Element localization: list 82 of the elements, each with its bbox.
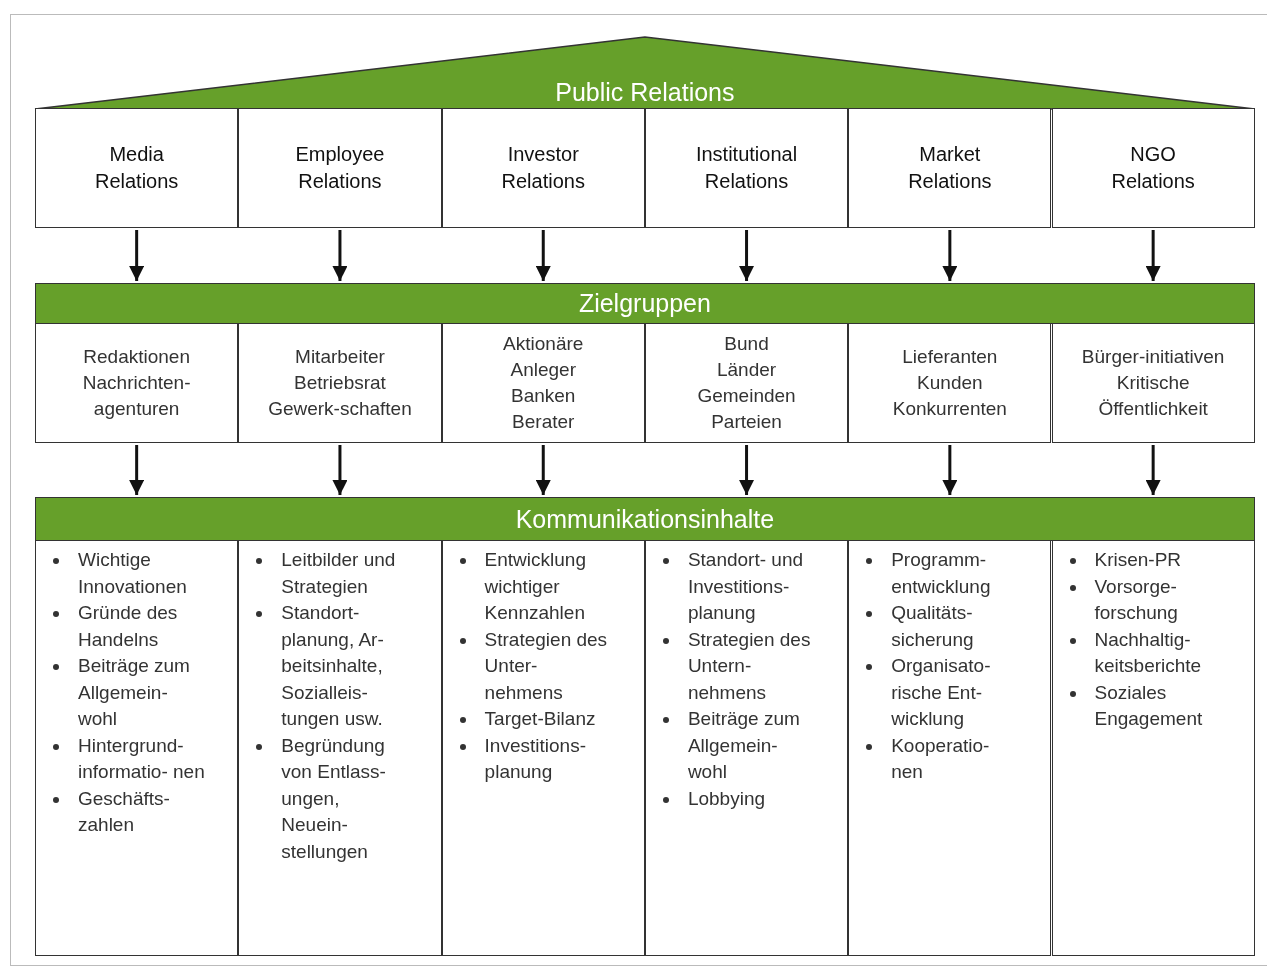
arrow: [535, 445, 551, 495]
bullet-text: Leitbilder und Strategien: [281, 549, 396, 597]
bullet-text: Qualitäts- sicherung: [891, 602, 974, 650]
bullet-text: Hintergrund- informatio- nen: [78, 734, 205, 782]
text-line: Redaktionen: [82, 345, 191, 369]
content-column: [441, 540, 645, 956]
bullet-text: Strategien des Unter- nehmens: [484, 628, 608, 703]
bullet-text: Entwicklung wichtiger Kennzahlen: [484, 549, 586, 623]
text-line: Gemeinden: [697, 384, 796, 408]
box-label: Market Relations: [907, 142, 993, 194]
relation-box: [238, 108, 442, 228]
arrow: [1145, 445, 1161, 495]
relation-box: [1051, 108, 1255, 228]
target-group-box: [35, 323, 239, 443]
target-group-box: [848, 323, 1052, 443]
arrow: [332, 230, 348, 281]
relation-box: [35, 108, 239, 228]
relation-box: [848, 108, 1052, 228]
bullet-text: Kooperatio- nen: [891, 734, 990, 782]
text-line: Anleger: [509, 358, 577, 382]
arrow: [739, 445, 755, 495]
arrow: [1145, 230, 1161, 281]
arrow: [942, 230, 958, 281]
text-line: Gewerk-schaften: [268, 397, 412, 421]
arrow: [129, 230, 145, 281]
text-line: Länder: [715, 358, 778, 382]
target-group-box: [238, 323, 442, 443]
arrow: [129, 445, 145, 495]
box-label: Employee Relations: [294, 142, 386, 194]
box-label: Institutional Relations: [694, 142, 799, 194]
text-line: Bürger-initiativen: [1081, 345, 1225, 369]
arrow: [942, 445, 958, 495]
bullet-text: Geschäfts- zahlen: [78, 787, 170, 835]
relation-box: [441, 108, 645, 228]
target-group-box: [441, 323, 645, 443]
text-line: Konkurrenten: [892, 397, 1007, 421]
bullet-text: Target-Bilanz: [484, 708, 596, 729]
bullet-text: Nachhaltig- keitsberichte: [1094, 628, 1202, 676]
box-label: NGO Relations: [1110, 142, 1196, 194]
bullet-text: Organisato- rische Ent- wicklung: [891, 655, 991, 729]
bullet-text: Standort- und Investitions- planung: [687, 549, 804, 623]
box-label: Media Relations: [93, 142, 180, 194]
bullet-text: Beiträge zum Allgemein- wohl: [687, 708, 800, 782]
text-line: Mitarbeiter: [294, 345, 386, 369]
bullet-text: Programm- entwicklung: [891, 549, 991, 597]
text-line: Berater: [511, 410, 576, 434]
text-line: Nachrichten- agenturen: [81, 371, 192, 421]
text-line: Bund: [723, 332, 770, 356]
bullet-text: Gründe des Handelns: [78, 602, 178, 650]
relation-box: [644, 108, 849, 228]
bullet-text: Beiträge zum Allgemein- wohl: [78, 655, 190, 729]
text-line: Lieferanten: [901, 345, 999, 369]
banner-title: Public Relations: [554, 78, 736, 107]
content-column: [238, 540, 442, 956]
arrow: [535, 230, 551, 281]
target-group-box: [644, 323, 849, 443]
bullet-text: Krisen-PR: [1094, 549, 1182, 570]
text-line: Kunden: [916, 371, 984, 395]
text-line: Aktionäre: [503, 332, 584, 356]
arrow: [739, 230, 755, 281]
bullet-text: Lobbying: [687, 787, 765, 809]
content-column: [35, 540, 239, 956]
text-line: Kritische: [1115, 371, 1191, 395]
target-group-box: [1051, 323, 1255, 443]
bullet-text: Begründung von Entlass- ungen, Neuein- stellungen: [281, 734, 386, 862]
content-column: [848, 540, 1052, 956]
content-column: [1051, 540, 1255, 956]
section-band: Kommunikationsinhalte: [35, 497, 1255, 541]
text-line: Banken: [510, 384, 577, 408]
text-line: Parteien: [710, 410, 783, 434]
content-column: [644, 540, 849, 956]
arrow: [332, 445, 348, 495]
section-band: Zielgruppen: [35, 283, 1255, 324]
text-line: Öffentlichkeit: [1097, 397, 1209, 421]
bullet-text: Vorsorge- forschung: [1094, 575, 1178, 623]
bullet-text: Wichtige Innovationen: [78, 549, 187, 597]
bullet-text: Soziales Engagement: [1094, 681, 1203, 729]
bullet-text: Investitions- planung: [484, 734, 586, 782]
box-label: Investor Relations: [500, 142, 586, 194]
text-line: Betriebsrat: [293, 371, 387, 395]
bullet-text: Standort- planung, Ar- beitsinhalte, Sozialleis- tungen usw.: [281, 602, 384, 729]
bullet-text: Strategien des Untern- nehmens: [687, 628, 811, 703]
